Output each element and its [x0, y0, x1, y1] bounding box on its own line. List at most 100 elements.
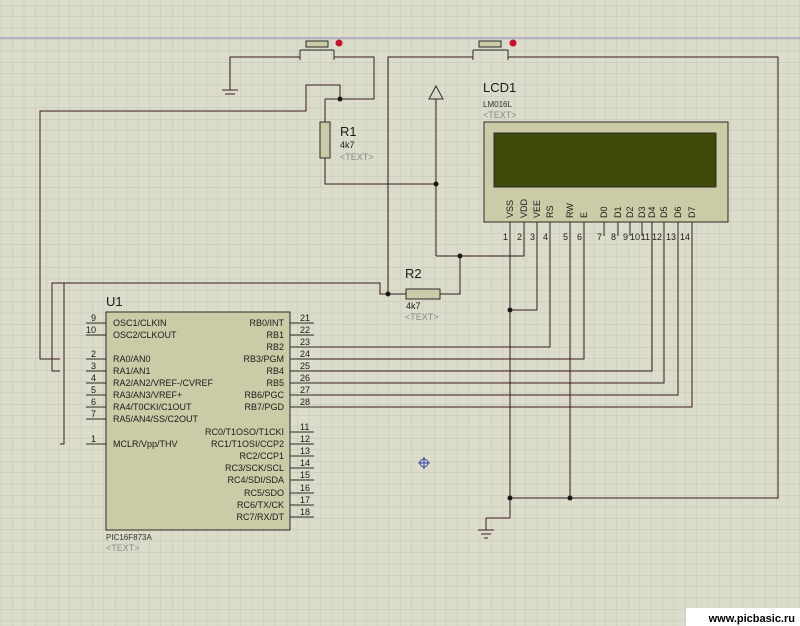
lcd-pin-label: D6 — [673, 206, 683, 218]
mcu-pin-label: RC1/T1OSI/CCP2 — [211, 439, 284, 449]
junction-dots — [337, 96, 573, 501]
lcd-pin-label: RW — [565, 203, 575, 218]
mcu-part: PIC16F873A — [106, 533, 152, 542]
lcd-pin-label: RS — [545, 205, 555, 218]
r2-text: <TEXT> — [405, 312, 439, 322]
crosshair-cursor-icon — [418, 457, 430, 469]
mcu-pin-label: OSC2/CLKOUT — [113, 330, 177, 340]
mcu-pin-number: 26 — [300, 373, 310, 383]
lcd-pin-label: D0 — [599, 206, 609, 218]
mcu-pin-number: 2 — [91, 349, 96, 359]
wires — [39, 56, 779, 539]
lcd-pins: VSS1VDD2VEE3RS4RW5E6D07D18D29D310D411D51… — [503, 198, 697, 242]
watermark-box — [686, 608, 800, 626]
mcu-pin-label: RA5/AN4/SS/C2OUT — [113, 414, 199, 424]
lcd-pin-number: 2 — [517, 232, 522, 242]
lcd-pin-label: D2 — [625, 206, 635, 218]
lcd-ref: LCD1 — [483, 80, 516, 95]
mcu-pin-number: 27 — [300, 385, 310, 395]
mcu-pin-number: 21 — [300, 313, 310, 323]
mcu-pin-label: RA1/AN1 — [113, 366, 151, 376]
mcu-pin-number: 15 — [300, 470, 310, 480]
lcd-pin-number: 8 — [611, 232, 616, 242]
lcd-pin-label: D1 — [613, 206, 623, 218]
mcu-pin-number: 28 — [300, 397, 310, 407]
push-button-1[interactable] — [299, 39, 343, 61]
mcu-pin-label: RB7/PGD — [244, 402, 284, 412]
mcu-pin-number: 22 — [300, 325, 310, 335]
lcd-pin-label: D7 — [687, 206, 697, 218]
lcd-pin-label: VSS — [505, 200, 515, 218]
lcd-part: LM016L — [483, 100, 512, 109]
mcu-pin-label: RB6/PGC — [244, 390, 284, 400]
mcu-pin-number: 14 — [300, 458, 310, 468]
mcu-pin-number: 12 — [300, 434, 310, 444]
mcu-pin-label: RA2/AN2/VREF-/CVREF — [113, 378, 214, 388]
r2-value: 4k7 — [406, 301, 421, 311]
mcu-pin-number: 10 — [86, 325, 96, 335]
mcu-pin-number: 17 — [300, 495, 310, 505]
mcu-pin-number: 13 — [300, 446, 310, 456]
mcu-pin-label: RB0/INT — [249, 318, 284, 328]
lcd-pin-number: 3 — [530, 232, 535, 242]
mcu-pin-number: 25 — [300, 361, 310, 371]
resistor-r2[interactable]: R2 4k7 <TEXT> — [405, 266, 441, 322]
resistor-r1[interactable]: R1 4k7 <TEXT> — [319, 121, 374, 162]
mcu-pin-number: 5 — [91, 385, 96, 395]
mcu-pin-label: RC5/SDO — [244, 488, 284, 498]
mcu-pin-label: MCLR/Vpp/THV — [113, 439, 178, 449]
power-terminal-icon — [428, 84, 444, 100]
mcu-pin-number: 23 — [300, 337, 310, 347]
mcu-ref: U1 — [106, 294, 123, 309]
mcu-pin-number: 18 — [300, 507, 310, 517]
mcu-pin-number: 6 — [91, 397, 96, 407]
mcu-text: <TEXT> — [106, 543, 140, 553]
lcd-pin-number: 11 — [641, 232, 650, 242]
mcu-pin-number: 16 — [300, 483, 310, 493]
r1-text: <TEXT> — [340, 152, 374, 162]
mcu-pin-label: RA0/AN0 — [113, 354, 151, 364]
lcd-pin-label: VEE — [532, 200, 542, 218]
mcu-pin-label: RB2 — [266, 342, 284, 352]
lcd-pin-number: 4 — [543, 232, 548, 242]
lcd-pin-number: 5 — [563, 232, 568, 242]
mcu-pin-label: RC4/SDI/SDA — [227, 475, 284, 485]
mcu-body — [105, 311, 291, 531]
watermark: www.picbasic.ru — [708, 613, 795, 625]
lcd-pin-label: E — [579, 212, 589, 218]
switch-indicator-icon — [509, 39, 517, 47]
r1-ref: R1 — [340, 124, 357, 139]
mcu-pin-label: RC3/SCK/SCL — [225, 463, 284, 473]
r2-ref: R2 — [405, 266, 422, 281]
mcu-pin-label: RB1 — [266, 330, 284, 340]
lcd-pin-number: 6 — [577, 232, 582, 242]
mcu-pin-label: RC0/T1OSO/T1CKI — [205, 427, 284, 437]
push-button-2[interactable] — [472, 39, 517, 61]
mcu-pin-label: RB5 — [266, 378, 284, 388]
mcu-pin-number: 24 — [300, 349, 310, 359]
lcd-pin-number: 13 — [666, 232, 676, 242]
mcu-pin-label: RC7/RX/DT — [236, 512, 284, 522]
r1-value: 4k7 — [340, 140, 355, 150]
lcd-pin-number: 10 — [630, 232, 640, 242]
mcu-pin-label: RC6/TX/CK — [237, 500, 284, 510]
mcu-pin-number: 4 — [91, 373, 96, 383]
mcu-pin-label: RB3/PGM — [243, 354, 284, 364]
lcd-pin-number: 12 — [652, 232, 662, 242]
mcu-pin-number: 11 — [300, 422, 309, 432]
lcd-pin-number: 7 — [597, 232, 602, 242]
mcu-pin-number: 9 — [91, 313, 96, 323]
lcd-pin-number: 1 — [503, 232, 508, 242]
lcd-pin-label: D3 — [637, 206, 647, 218]
lcd-module[interactable]: LCD1 LM016L <TEXT> VSS1VDD2VEE3RS4RW5E6D… — [483, 80, 729, 242]
lcd-pin-label: D4 — [647, 206, 657, 218]
mcu-pin-number: 3 — [91, 361, 96, 371]
mcu-pin-label: OSC1/CLKIN — [113, 318, 167, 328]
mcu-pin-number: 1 — [91, 434, 96, 444]
lcd-text: <TEXT> — [483, 110, 517, 120]
mcu-pin-label: RB4 — [266, 366, 284, 376]
